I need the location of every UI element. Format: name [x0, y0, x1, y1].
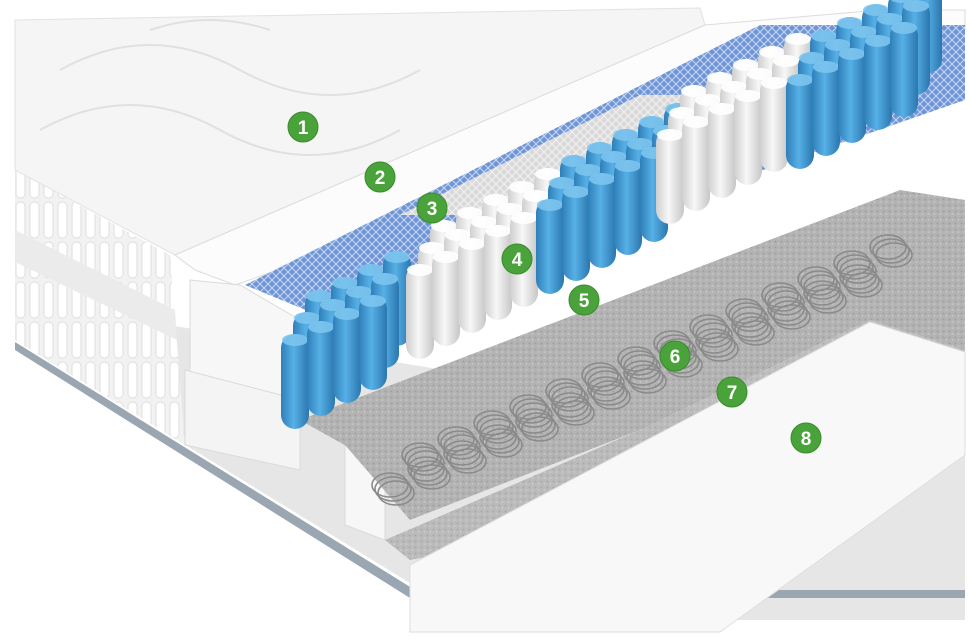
coil-spring — [401, 442, 445, 476]
coil-spring — [725, 298, 769, 332]
layer-marker-label: 7 — [727, 383, 738, 404]
pocket-spring — [864, 35, 892, 130]
pocket-spring — [786, 74, 814, 169]
layer-markers: 1 2 3 4 5 6 7 8 — [287, 111, 822, 454]
pocket-spring — [760, 77, 788, 172]
bottom-foam-slab — [409, 321, 966, 633]
coil-spring — [437, 426, 481, 460]
pocket-spring — [307, 321, 335, 416]
cover-quilt-stitching — [39, 19, 421, 156]
coil-spring — [803, 280, 847, 314]
coil-spring — [479, 424, 523, 458]
pocket-spring — [890, 22, 918, 117]
coil-spring — [587, 376, 631, 410]
pocket-spring — [484, 225, 512, 320]
pocket-spring — [734, 90, 762, 185]
coil-spring — [761, 282, 805, 316]
coil-spring — [689, 314, 733, 348]
coil-spring — [545, 378, 589, 412]
coil-spring — [515, 408, 559, 442]
coil-spring — [869, 234, 913, 268]
front-foam-block-lower — [184, 369, 301, 471]
layer-marker-label: 2 — [375, 168, 386, 189]
pocket-spring — [406, 264, 434, 359]
side-band — [15, 230, 177, 340]
coil-spring — [695, 328, 739, 362]
layer-marker-7: 7 — [716, 376, 748, 408]
pocket-spring — [614, 160, 642, 255]
coil-spring — [443, 440, 487, 474]
layer-marker-label: 4 — [512, 250, 523, 271]
pocket-spring — [562, 186, 590, 281]
pocket-spring — [359, 295, 387, 390]
layer-marker-2: 2 — [364, 161, 396, 193]
layer-marker-3: 3 — [416, 192, 448, 224]
coil-spring — [767, 296, 811, 330]
coil-spring-tier — [371, 234, 913, 506]
layer-marker-label: 8 — [801, 429, 812, 450]
coil-spring — [731, 312, 775, 346]
layer-marker-label: 5 — [579, 291, 590, 312]
layer-marker-label: 6 — [670, 347, 681, 368]
pocket-spring — [838, 48, 866, 143]
left-side-quilted-panel — [15, 170, 185, 445]
pocket-spring — [588, 173, 616, 268]
layer-marker-6: 6 — [659, 340, 691, 372]
coil-spring — [623, 360, 667, 394]
layer-marker-1: 1 — [287, 111, 319, 143]
layer-marker-5: 5 — [568, 284, 600, 316]
pocket-spring-groups — [281, 0, 942, 429]
felt-layer — [300, 190, 965, 465]
pocket-spring — [656, 129, 684, 224]
pocket-spring — [432, 251, 460, 346]
coil-spring — [551, 392, 595, 426]
pocket-spring — [333, 308, 361, 403]
pocket-spring — [708, 103, 736, 198]
pocket-spring — [682, 116, 710, 211]
pocket-spring — [812, 61, 840, 156]
coil-spring — [797, 266, 841, 300]
coil-spring — [509, 394, 553, 428]
pocket-spring — [536, 199, 564, 294]
layer-marker-8: 8 — [790, 422, 822, 454]
coil-spring — [617, 346, 661, 380]
coil-spring — [371, 472, 415, 506]
coil-spring — [473, 410, 517, 444]
layer-marker-label: 3 — [427, 199, 438, 220]
pocket-spring — [458, 238, 486, 333]
coil-spring — [581, 362, 625, 396]
coil-spring — [407, 456, 451, 490]
coil-spring — [839, 264, 883, 298]
coil-spring — [833, 250, 877, 284]
pocket-spring — [281, 334, 309, 429]
layer-marker-4: 4 — [501, 243, 533, 275]
layer-marker-label: 1 — [298, 118, 309, 139]
